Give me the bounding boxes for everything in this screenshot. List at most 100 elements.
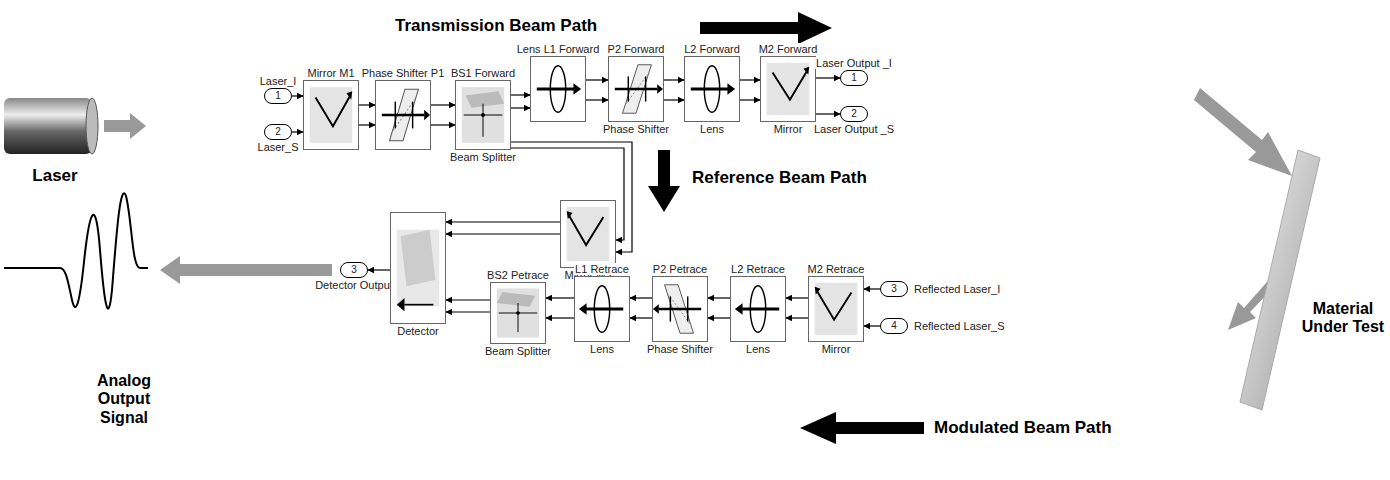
diagram-label: Modulated Beam Path [934,418,1174,438]
beam-connector [292,95,303,96]
beam-connector [446,311,490,312]
bs-icon [491,283,545,343]
block-label: M2 Retrace [807,263,866,275]
beam-connector [431,104,455,105]
phase-icon [376,81,430,149]
block-label: L2 Forward [683,43,741,55]
output-waveform [4,193,148,308]
beam-connector [786,317,808,318]
beam-connector [292,131,303,132]
beam-connector [446,299,490,300]
bold-arrow [800,412,924,444]
block-label: Phase Shifter [602,123,670,135]
beam-connector [786,297,808,298]
block-label: Mirror [821,343,852,355]
port-number: 3 [350,264,358,276]
block-label: P2 Forward [607,43,666,55]
optical-block: P2 PetracePhase Shifter [652,276,708,342]
block-label: Phase Shifter P1 [361,67,446,79]
grey-arrow [160,256,332,284]
optical-block: Lens L1 Forward [530,56,586,122]
beam-connector [664,99,684,100]
grey-arrow [104,113,146,139]
block-label: Lens [745,343,771,355]
block-label: Beam Splitter [484,345,552,357]
grey-arrow [1194,88,1292,176]
bold-arrow [700,12,832,44]
laser-cylinder [4,98,98,154]
beam-connector [740,79,760,80]
block-label: Laser_S [257,141,300,153]
beam-connector [511,94,530,95]
port-oval: Laser_I1 [264,88,292,104]
beam-connector [630,297,652,298]
beam-connector [368,269,390,270]
optical-block: Detector [390,212,446,324]
beam-connector [546,317,574,318]
diagram-label: Laser [20,166,90,186]
beam-connector [586,79,608,80]
det-icon [391,213,445,323]
block-label: Lens [699,123,725,135]
diagram-label: Transmission Beam Path [395,16,695,36]
block-label: L2 Retrace [730,263,786,275]
port-oval: 3Detector Output [340,262,368,278]
block-label: M2 Forward [758,43,819,55]
port-number: 3 [890,283,898,295]
optical-block: M2 RetraceMirror [808,276,864,342]
port-number: 4 [890,320,898,332]
block-label: Reflected Laser_I [913,283,1001,295]
block-label: Mirror [773,123,804,135]
optical-block: P2 ForwardPhase Shifter [608,56,664,122]
phase-icon [609,57,663,121]
beam-connector [511,107,530,108]
beam-connector [664,79,684,80]
block-label: Detector [396,325,440,337]
optical-block: Mirror M1 [303,80,359,150]
optical-block: Mirror M3 [560,200,616,268]
block-label: Beam Splitter [449,151,517,163]
lens-icon [685,57,739,121]
mirror-icon [561,201,615,267]
block-label: Detector Output [314,279,394,291]
block-label: BS1 Forward [450,67,516,79]
optical-block: M2 ForwardMirror [760,56,816,122]
block-label: Laser Output _I [815,57,893,69]
port-number: 2 [850,108,858,120]
beam-connector [708,297,730,298]
port-oval: Laser Output _I1 [840,70,868,86]
beam-connector [359,124,375,125]
beam-connector [816,77,840,78]
beam-connector [816,113,840,114]
bs-icon [456,81,510,149]
lens-icon [731,277,785,341]
optical-block: L2 RetraceLens [730,276,786,342]
block-label: BS2 Petrace [486,269,550,281]
block-label: Phase Shifter [646,343,714,355]
port-oval: 3Reflected Laser_I [880,281,908,297]
beam-connector [864,288,880,289]
block-label: P2 Petrace [652,263,708,275]
beam-connector [446,221,560,222]
port-number: 1 [850,72,858,84]
beam-connector [431,124,455,125]
phase-icon [653,277,707,341]
block-label: Laser Output _S [813,123,895,135]
block-label: Mirror M1 [306,67,355,79]
optical-block: BS1 ForwardBeam Splitter [455,80,511,150]
beam-connector [586,99,608,100]
beam-connector [359,104,375,105]
block-label: Lens [589,343,615,355]
mirror-icon [304,81,358,149]
block-label: L1 Retrace [574,263,630,275]
bold-arrow [648,150,680,212]
port-oval: 2Laser Output _S [840,106,868,122]
lens-icon [531,57,585,121]
port-number: 1 [274,90,282,102]
mirror-icon [809,277,863,341]
beam-connector [708,317,730,318]
lens-icon [575,277,629,341]
optical-block: Phase Shifter P1 [375,80,431,150]
optical-block: BS2 PetraceBeam Splitter [490,282,546,344]
diagram-label: Analog Output Signal [84,372,164,427]
